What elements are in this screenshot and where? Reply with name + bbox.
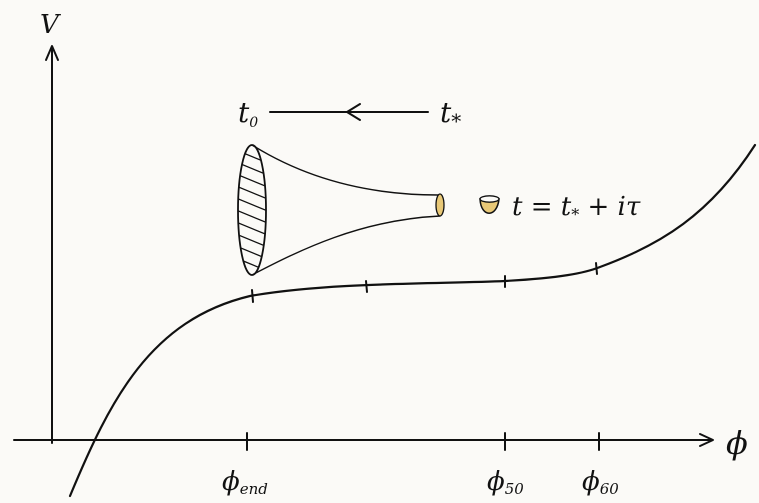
cup-rim (479, 195, 500, 203)
x-tick-label-50: ϕ50 (487, 467, 524, 498)
curve-tick-2 (365, 280, 368, 293)
trumpet-upper-edge (251, 144, 439, 196)
curve-tick-4 (595, 262, 598, 275)
x-tick-label-60: ϕ60 (582, 467, 619, 498)
y-axis-arrowhead (45, 45, 59, 61)
time-start-label: t0 (238, 96, 258, 131)
y-axis-label: V (40, 10, 61, 40)
trumpet-mouth-hatching (238, 145, 266, 275)
time-arrow-head (346, 103, 361, 121)
trumpet-small-end (435, 193, 445, 217)
euclidean-time-equation: t = t* + iτ (512, 192, 641, 224)
trumpet-mouth (237, 144, 267, 276)
trumpet-shape (237, 144, 445, 276)
x-axis-arrowhead (699, 433, 714, 447)
x-tick-label-end: ϕend (222, 467, 268, 498)
curve-tick-1 (251, 289, 254, 303)
x-axis-label: ϕ (726, 424, 748, 462)
time-end-label: t* (440, 96, 461, 133)
trumpet-lower-edge (251, 215, 441, 276)
potential-curve (68, 143, 757, 498)
time-arrow-group: t0 t* (238, 96, 461, 133)
potential-curve-group (68, 143, 757, 498)
cup-equation-group: t = t* + iτ (479, 192, 641, 224)
axes: V ϕ ϕend ϕ50 ϕ60 (13, 10, 748, 498)
